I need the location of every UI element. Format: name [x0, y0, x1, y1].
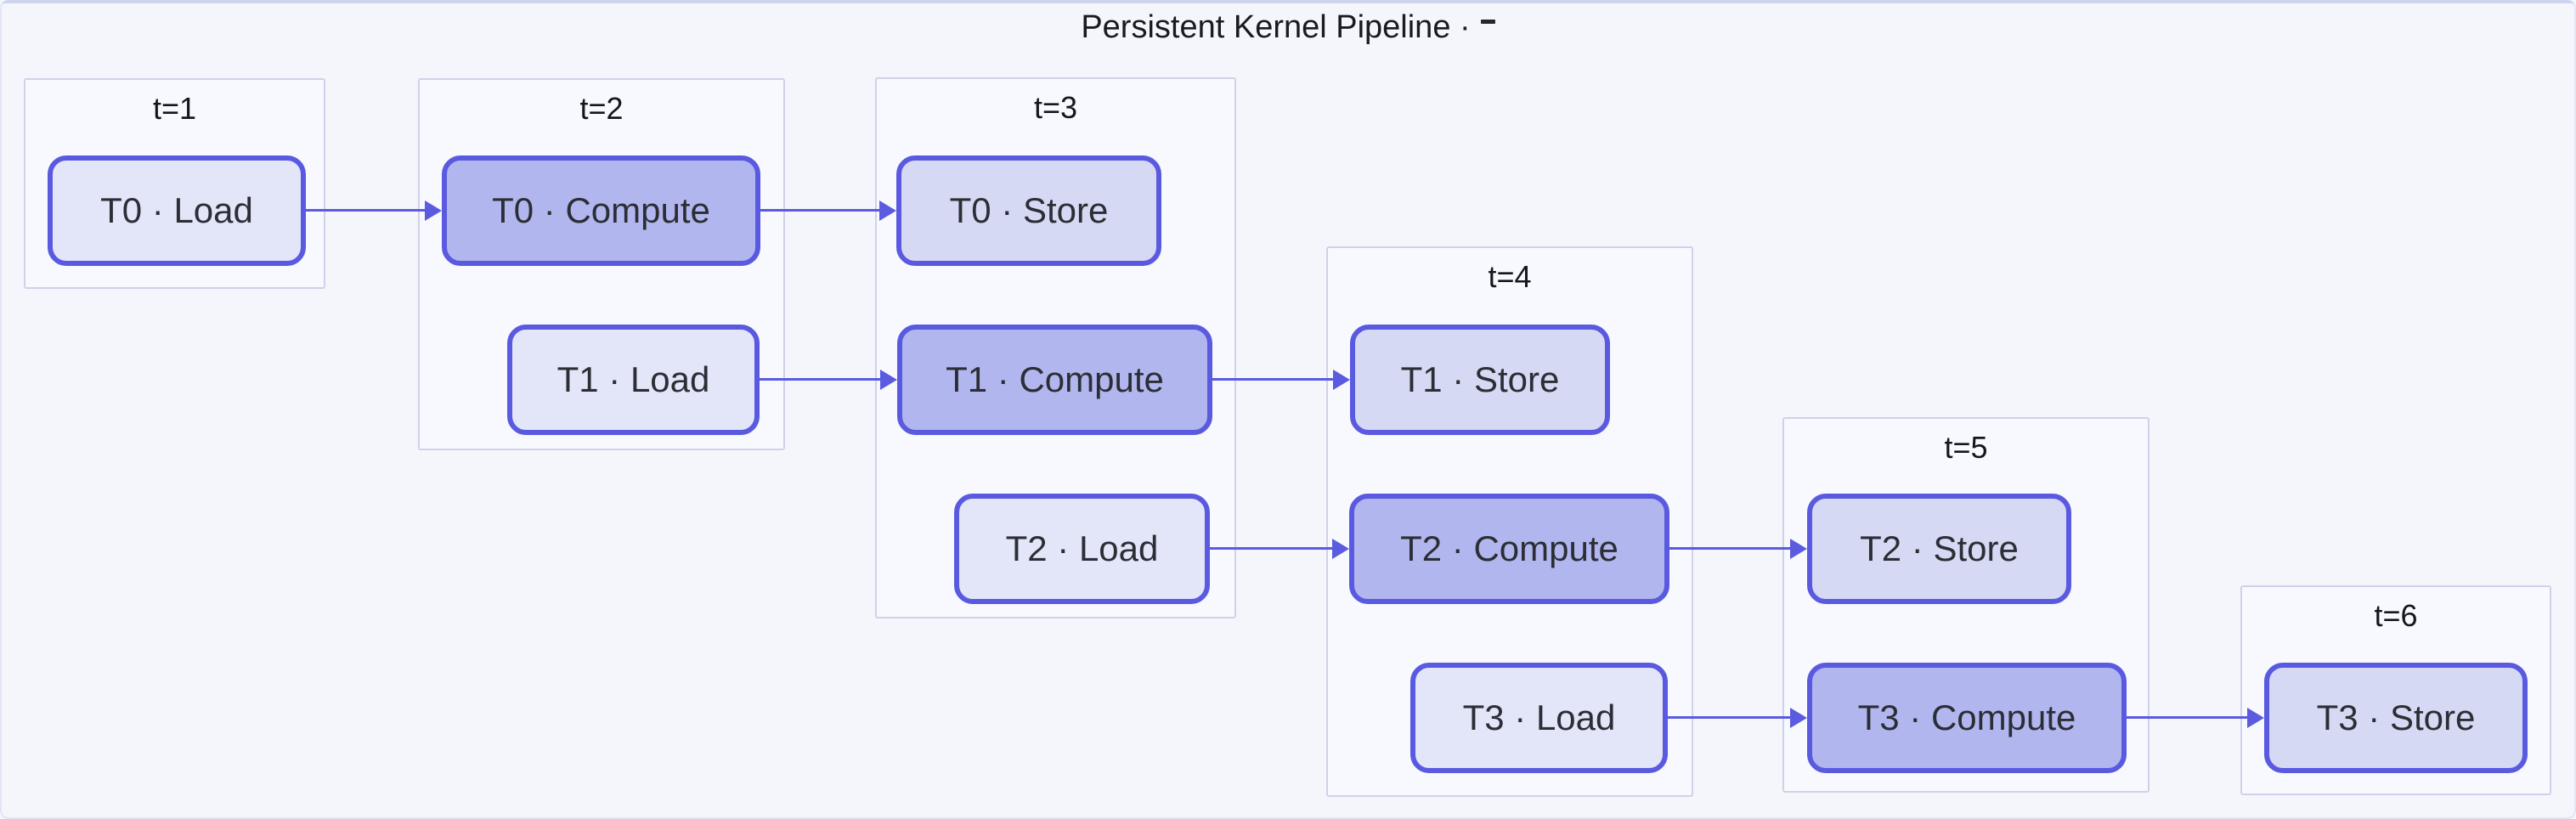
edge-t1-compute-to-t1-store	[1212, 378, 1338, 381]
node-t3-compute: T3 · Compute	[1807, 663, 2127, 773]
node-t2-compute: T2 · Compute	[1349, 494, 1669, 604]
node-t0-load: T0 · Load	[48, 155, 306, 266]
node-t0-store: T0 · Store	[896, 155, 1161, 266]
node-t2-store: T2 · Store	[1807, 494, 2071, 604]
edge-t0-load-to-t0-compute	[306, 209, 430, 212]
title-overline-mark-icon	[1480, 20, 1495, 24]
arrowhead-t3-compute-to-t3-store-icon	[2247, 708, 2264, 728]
node-t2-load: T2 · Load	[954, 494, 1210, 604]
group-label-t5: t=5	[1944, 430, 1988, 465]
arrowhead-t0-load-to-t0-compute-icon	[425, 201, 442, 221]
group-label-t6: t=6	[2374, 598, 2418, 633]
node-t0-compute: T0 · Compute	[442, 155, 760, 266]
group-label-t4: t=4	[1488, 259, 1532, 294]
arrowhead-t3-load-to-t3-compute-icon	[1790, 708, 1807, 728]
node-t1-load: T1 · Load	[507, 325, 760, 435]
node-t3-load: T3 · Load	[1410, 663, 1668, 773]
edge-t3-load-to-t3-compute	[1668, 716, 1795, 719]
node-t3-store: T3 · Store	[2264, 663, 2528, 773]
edge-t0-compute-to-t0-store	[760, 209, 884, 212]
arrowhead-t1-compute-to-t1-store-icon	[1333, 370, 1350, 390]
edge-t1-load-to-t1-compute	[760, 378, 885, 381]
edge-t2-compute-to-t2-store	[1669, 547, 1795, 550]
group-label-t3: t=3	[1033, 90, 1078, 125]
node-t1-compute: T1 · Compute	[897, 325, 1212, 435]
canvas-top-edge	[0, 0, 2576, 3]
diagram-title: Persistent Kernel Pipeline ·	[0, 7, 2576, 48]
title-text: Persistent Kernel Pipeline ·	[1081, 9, 1471, 45]
arrowhead-t0-compute-to-t0-store-icon	[879, 201, 896, 221]
group-label-t2: t=2	[579, 91, 624, 126]
arrowhead-t2-load-to-t2-compute-icon	[1332, 539, 1349, 559]
arrowhead-t1-load-to-t1-compute-icon	[880, 370, 897, 390]
arrowhead-t2-compute-to-t2-store-icon	[1790, 539, 1807, 559]
edge-t3-compute-to-t3-store	[2127, 716, 2252, 719]
edge-t2-load-to-t2-compute	[1210, 547, 1337, 550]
group-label-t1: t=1	[152, 91, 197, 126]
node-t1-store: T1 · Store	[1350, 325, 1610, 435]
